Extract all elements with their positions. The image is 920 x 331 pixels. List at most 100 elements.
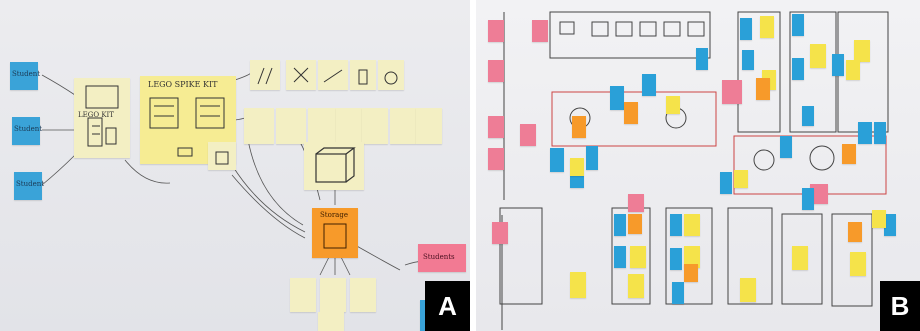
bottom-note-1 — [290, 278, 316, 312]
panel-b-photo: B — [476, 0, 920, 331]
student-note-1: Student — [10, 62, 41, 90]
b-blue-note-2 — [570, 176, 584, 188]
b-yellow-note-12 — [684, 246, 700, 268]
panel-label-b: B — [880, 281, 920, 331]
student-note-2-text: Student — [14, 125, 43, 133]
panel-label-a: A — [425, 281, 470, 331]
lego-kit-note: LEGO KIT — [74, 78, 130, 158]
box-sketch — [315, 147, 356, 183]
b-pink-note-8 — [722, 80, 742, 104]
b-pink-note-3 — [488, 116, 504, 138]
b-yellow-note-1 — [760, 16, 774, 38]
material-note-2 — [276, 108, 306, 144]
material-note-4 — [336, 108, 362, 144]
tool-note-3 — [318, 60, 348, 90]
panel-separator — [470, 0, 476, 331]
b-pink-note-2 — [488, 60, 504, 82]
b-blue-note-13 — [832, 54, 844, 76]
b-blue-note-9 — [792, 14, 804, 36]
b-yellow-note-2 — [810, 44, 826, 68]
material-note-1 — [244, 108, 274, 144]
b-yellow-note-17 — [850, 252, 866, 276]
b-yellow-note-4 — [846, 60, 860, 80]
b-yellow-note-6 — [570, 158, 584, 176]
motor-sketch — [215, 151, 229, 165]
tool-sketch-1 — [257, 67, 273, 85]
bottom-note-4 — [318, 312, 344, 331]
student-note-3-text: Student — [16, 180, 45, 188]
b-blue-note-18 — [614, 214, 626, 236]
student-note-2: Student — [12, 117, 43, 145]
b-yellow-note-15 — [740, 278, 756, 302]
b-orange-note-6 — [684, 264, 698, 282]
lego-kit-sketch — [85, 85, 119, 147]
tool-note-1 — [250, 60, 280, 90]
b-orange-note-3 — [756, 78, 770, 100]
b-pink-note-1 — [488, 20, 504, 42]
b-yellow-note-8 — [734, 170, 748, 188]
tool-note-4 — [350, 60, 376, 90]
b-blue-note-19 — [614, 246, 626, 268]
b-yellow-note-13 — [570, 272, 586, 298]
b-yellow-note-16 — [792, 246, 808, 270]
b-blue-note-20 — [670, 214, 682, 236]
student-note-3: Student — [14, 172, 45, 200]
b-blue-note-5 — [642, 74, 656, 96]
knife-sketch — [323, 69, 343, 83]
b-orange-note-7 — [628, 214, 642, 234]
spike-kit-sketch — [149, 97, 225, 157]
storage-label: Storage — [320, 211, 348, 219]
b-blue-note-14 — [858, 122, 872, 144]
b-yellow-note-14 — [628, 274, 644, 298]
b-blue-note-12 — [802, 106, 814, 126]
b-pink-note-10 — [628, 194, 644, 212]
b-blue-note-4 — [610, 86, 624, 110]
b-blue-note-10 — [792, 58, 804, 80]
box-note — [304, 142, 364, 190]
b-blue-note-21 — [670, 248, 682, 270]
b-blue-note-8 — [742, 50, 754, 70]
b-orange-note-5 — [848, 222, 862, 242]
student-note-1-text: Student — [12, 70, 41, 78]
material-note-5 — [362, 108, 388, 144]
tape-sketch — [384, 71, 398, 85]
b-blue-note-11 — [780, 136, 792, 158]
lego-spike-kit-title: LEGO SPIKE KIT — [148, 80, 218, 89]
material-note-3 — [308, 108, 336, 144]
material-note-6 — [390, 108, 416, 144]
b-orange-note-2 — [572, 116, 586, 138]
bottom-note-3 — [350, 278, 376, 312]
bottom-note-2 — [320, 278, 346, 312]
b-blue-note-3 — [586, 146, 598, 170]
b-blue-note-7 — [740, 18, 752, 40]
b-orange-note-4 — [842, 144, 856, 164]
b-pink-note-6 — [520, 124, 536, 146]
storage-sketch — [323, 223, 347, 249]
b-yellow-note-3 — [854, 40, 870, 62]
b-pink-note-4 — [488, 148, 504, 170]
b-pink-note-7 — [532, 20, 548, 42]
motor-note — [208, 142, 236, 170]
tool-note-2 — [286, 60, 316, 90]
b-blue-note-16 — [720, 172, 732, 194]
panel-a-photo: Student Student Student LEGO KIT LEGO SP… — [0, 0, 470, 331]
material-note-7 — [416, 108, 442, 144]
storage-note: Storage — [312, 208, 358, 258]
scissors-sketch — [293, 67, 309, 83]
b-blue-note-23 — [884, 214, 896, 236]
lego-kit-title: LEGO KIT — [78, 111, 114, 119]
b-blue-note-1 — [550, 148, 564, 172]
b-blue-note-22 — [672, 282, 684, 304]
teachers-note: Students — [418, 244, 466, 272]
b-yellow-note-10 — [630, 246, 646, 268]
b-blue-note-6 — [696, 48, 708, 70]
b-pink-note-5 — [492, 222, 508, 244]
b-blue-note-15 — [874, 122, 886, 144]
b-yellow-note-7 — [666, 96, 680, 114]
glue-sketch — [358, 69, 368, 85]
b-yellow-note-9 — [872, 210, 886, 228]
b-yellow-note-11 — [684, 214, 700, 236]
b-pink-note-9 — [810, 184, 828, 204]
b-orange-note-1 — [624, 102, 638, 124]
